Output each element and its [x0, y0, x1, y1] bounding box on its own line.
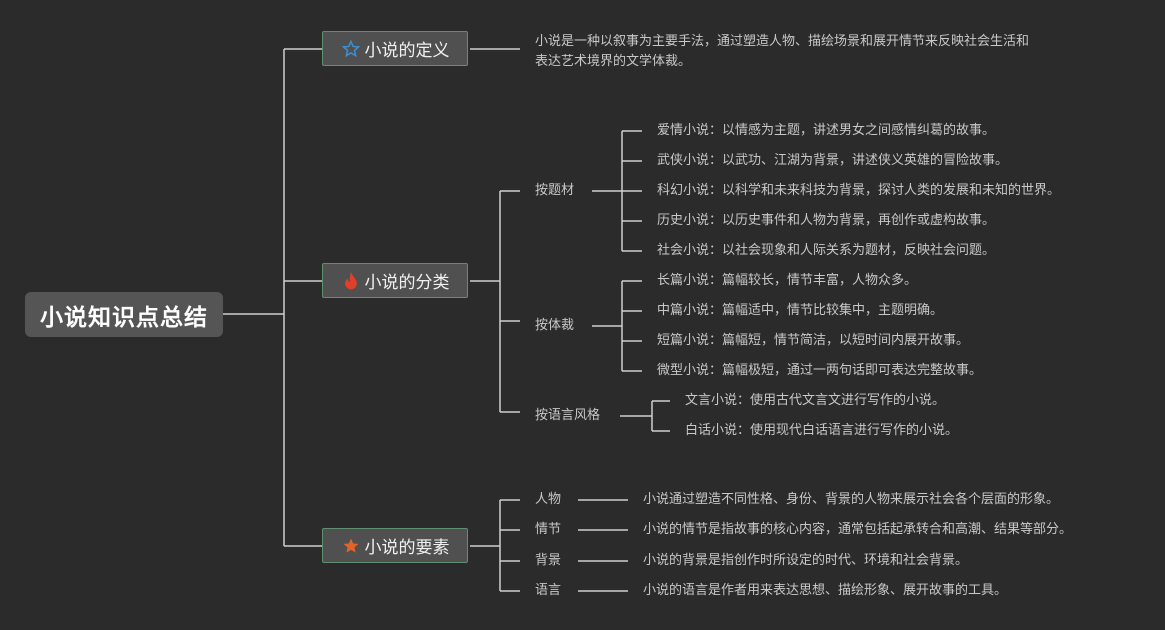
- root-label: 小说知识点总结: [40, 304, 208, 331]
- subject-item[interactable]: 历史小说：以历史事件和人物为背景，再创作或虚构故事。: [657, 213, 996, 228]
- fire-icon: [341, 271, 361, 291]
- node-definition[interactable]: 小说的定义: [322, 31, 468, 66]
- star-outline-icon: [341, 39, 361, 59]
- definition-text[interactable]: 小说是一种以叙事为主要手法，通过塑造人物、描绘场景和展开情节来反映社会生活和表达…: [535, 34, 1030, 69]
- node-classification[interactable]: 小说的分类: [322, 263, 468, 298]
- element-label[interactable]: 情节: [535, 522, 562, 537]
- subject-item[interactable]: 科幻小说：以科学和未来科技为背景，探讨人类的发展和未知的世界。: [657, 183, 1061, 198]
- node-elements[interactable]: 小说的要素: [322, 528, 468, 563]
- language-style-item[interactable]: 文言小说：使用古代文言文进行写作的小说。: [685, 393, 946, 408]
- element-label[interactable]: 背景: [535, 553, 562, 568]
- genre-item[interactable]: 短篇小说：篇幅短，情节简洁，以短时间内展开故事。: [657, 333, 970, 348]
- root-node[interactable]: 小说知识点总结: [25, 292, 223, 337]
- subject-item[interactable]: 武侠小说：以武功、江湖为背景，讲述侠义英雄的冒险故事。: [657, 153, 1009, 168]
- group-genre[interactable]: 按体裁: [535, 318, 575, 333]
- subject-item[interactable]: 社会小说：以社会现象和人际关系为题材，反映社会问题。: [657, 243, 996, 258]
- group-subject[interactable]: 按题材: [535, 183, 575, 198]
- element-text[interactable]: 小说的背景是指创作时所设定的时代、环境和社会背景。: [643, 553, 969, 568]
- genre-item[interactable]: 微型小说：篇幅极短，通过一两句话即可表达完整故事。: [657, 363, 983, 378]
- star-filled-icon: [341, 536, 361, 556]
- element-label[interactable]: 语言: [535, 583, 562, 598]
- genre-item[interactable]: 中篇小说：篇幅适中，情节比较集中，主题明确。: [657, 303, 944, 318]
- language-style-item[interactable]: 白话小说：使用现代白话语言进行写作的小说。: [685, 423, 959, 438]
- node-definition-label: 小说的定义: [364, 41, 450, 61]
- node-elements-label: 小说的要素: [364, 538, 450, 558]
- subject-item[interactable]: 爱情小说：以情感为主题，讲述男女之间感情纠葛的故事。: [657, 123, 996, 138]
- genre-item[interactable]: 长篇小说：篇幅较长，情节丰富，人物众多。: [657, 273, 918, 288]
- element-text[interactable]: 小说的语言是作者用来表达思想、描绘形象、展开故事的工具。: [643, 583, 1008, 598]
- element-text[interactable]: 小说的情节是指故事的核心内容，通常包括起承转合和高潮、结果等部分。: [643, 522, 1073, 537]
- element-text[interactable]: 小说通过塑造不同性格、身份、背景的人物来展示社会各个层面的形象。: [643, 492, 1060, 507]
- group-language-style[interactable]: 按语言风格: [535, 408, 601, 423]
- element-label[interactable]: 人物: [535, 492, 562, 507]
- node-classification-label: 小说的分类: [364, 273, 450, 293]
